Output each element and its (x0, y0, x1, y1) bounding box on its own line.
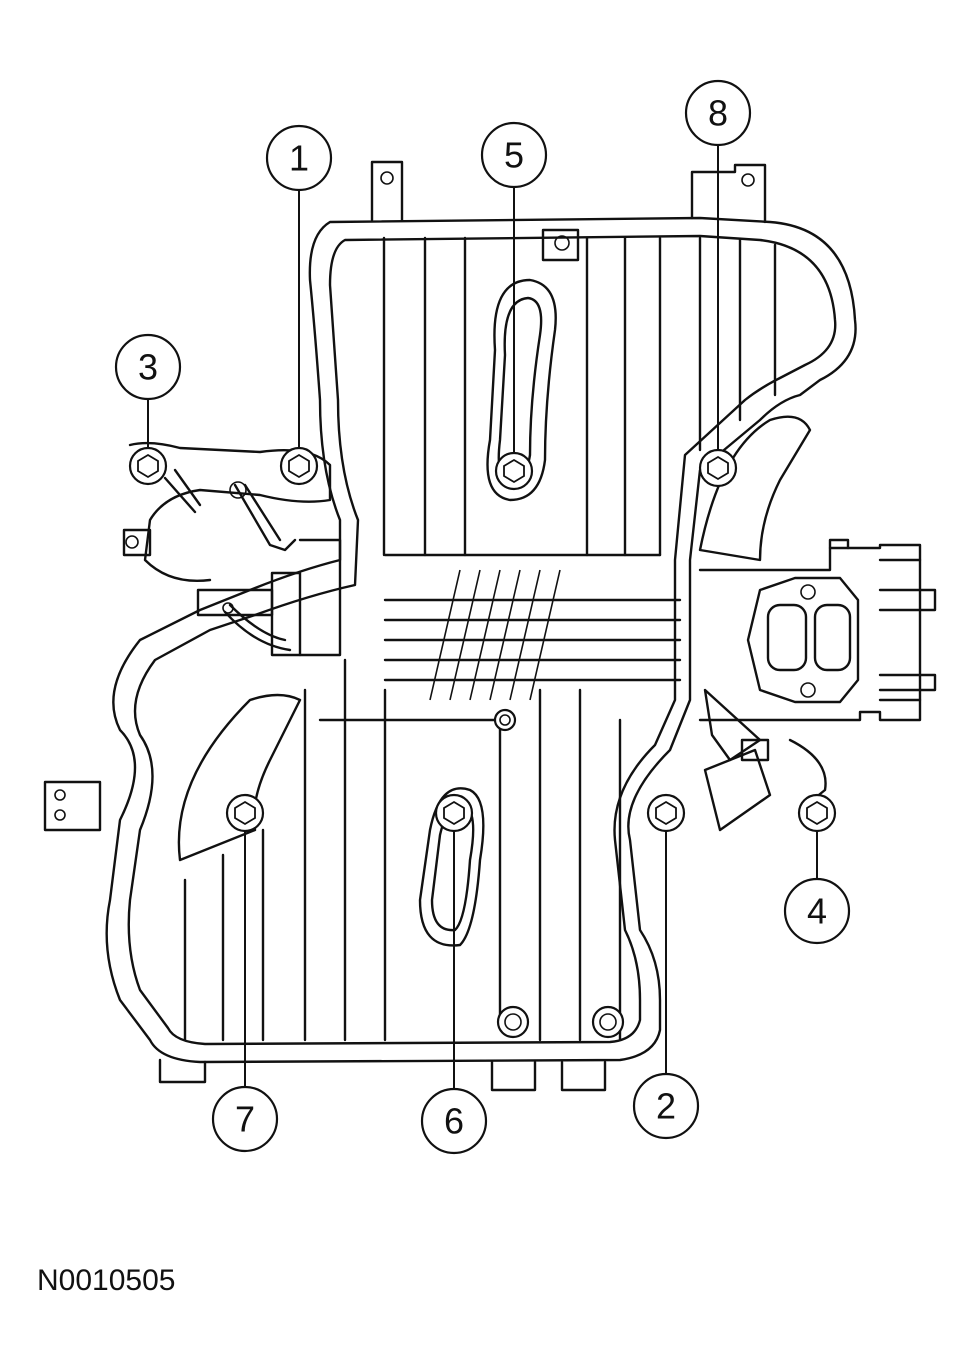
manifold-bolts (128, 446, 837, 1039)
bolt-4 (797, 793, 837, 833)
callout-5-label: 5 (504, 135, 524, 176)
callout-4: 4 (783, 877, 851, 945)
mounting-tabs (43, 160, 767, 1092)
callout-2-label: 2 (656, 1086, 676, 1127)
bolt-2 (646, 793, 686, 833)
callout-7-label: 7 (235, 1099, 255, 1140)
bolt-6 (434, 793, 474, 833)
callout-4-label: 4 (807, 891, 827, 932)
bolt-7 (225, 793, 265, 833)
callout-8: 8 (684, 79, 752, 147)
callout-1: 1 (265, 124, 333, 192)
callout-6-label: 6 (444, 1101, 464, 1142)
callout-leaders (147, 144, 818, 1090)
bolt-1 (279, 446, 319, 486)
figure-id: N0010505 (37, 1264, 176, 1297)
left-bracket-and-tube (122, 441, 342, 657)
bolt-extra (493, 708, 625, 1039)
manifold-ribs (183, 236, 777, 1042)
callout-5: 5 (480, 121, 548, 189)
callout-8-label: 8 (708, 93, 728, 134)
callout-7: 7 (211, 1085, 279, 1153)
callout-3: 3 (114, 333, 182, 401)
runner-recesses (177, 278, 812, 947)
bolt-3 (128, 446, 168, 486)
bolt-5 (494, 451, 534, 491)
throttle-body (698, 538, 937, 832)
callout-6: 6 (420, 1087, 488, 1155)
callout-1-label: 1 (289, 138, 309, 179)
bolt-8 (698, 448, 738, 488)
callout-3-label: 3 (138, 347, 158, 388)
callout-2: 2 (632, 1072, 700, 1140)
runner-tubes (318, 553, 682, 722)
